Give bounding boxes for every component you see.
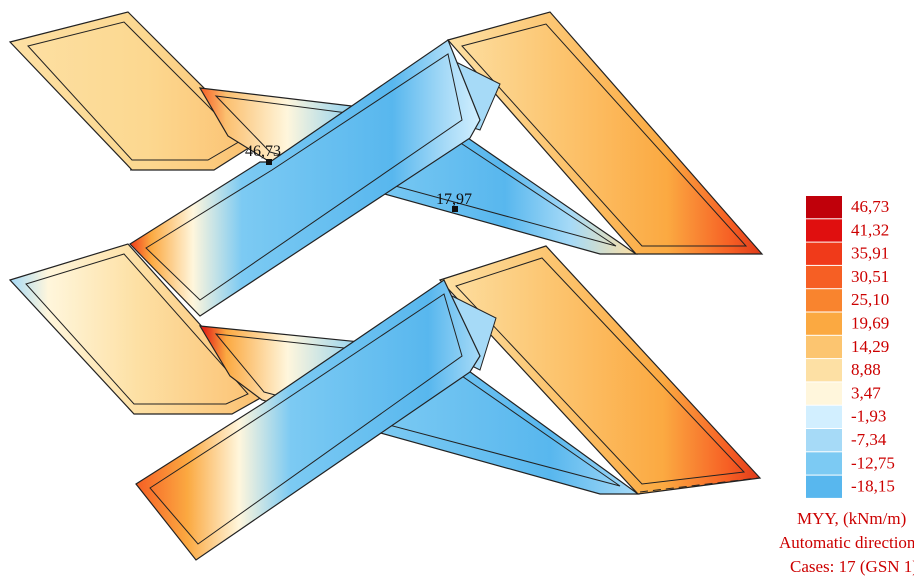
legend-swatch xyxy=(806,196,842,219)
slab-upper-left[interactable] xyxy=(8,11,259,171)
legend-swatch xyxy=(806,429,842,452)
legend-value-label: -12,75 xyxy=(851,453,895,472)
secondary-result-marker[interactable]: 17,97 xyxy=(436,191,472,212)
legend-value-label: 25,10 xyxy=(851,290,889,309)
max-point-dot xyxy=(266,159,272,165)
legend-value-label: 41,32 xyxy=(851,220,889,239)
max-result-marker[interactable]: 46,73 xyxy=(245,143,281,165)
legend-value-label: -18,15 xyxy=(851,477,895,496)
legend-swatch xyxy=(806,219,842,242)
legend-swatch xyxy=(806,265,842,289)
contour-legend: 46,73 41,32 35,91 30,51 25,10 19,69 14,29 8,88 3… xyxy=(779,196,914,576)
legend-swatch xyxy=(806,405,842,428)
legend-direction: Automatic direction xyxy=(779,533,914,552)
legend-swatch xyxy=(806,475,842,498)
legend-value-label: 30,51 xyxy=(851,267,889,286)
structure-model xyxy=(8,11,764,561)
flight-descending-upper[interactable] xyxy=(129,39,481,317)
max-result-label: 46,73 xyxy=(245,143,281,160)
legend-cases: Cases: 17 (GSN 1) xyxy=(790,557,914,576)
legend-swatches xyxy=(806,196,842,498)
slab-lower-left[interactable] xyxy=(8,243,265,415)
legend-value-label: 46,73 xyxy=(851,197,889,216)
legend-swatch xyxy=(806,382,842,405)
legend-swatch xyxy=(806,242,842,265)
legend-value-label: 8,88 xyxy=(851,360,881,379)
flight-descending-lower[interactable] xyxy=(135,279,481,561)
legend-value-label: 19,69 xyxy=(851,314,889,333)
legend-swatch xyxy=(806,359,842,382)
legend-value-label: 14,29 xyxy=(851,337,889,356)
legend-value-label: 35,91 xyxy=(851,244,889,263)
secondary-result-label: 17,97 xyxy=(436,191,472,208)
legend-swatch xyxy=(806,289,842,312)
legend-value-label: -1,93 xyxy=(851,407,886,426)
secondary-point-dot xyxy=(452,206,458,212)
legend-swatch xyxy=(806,335,842,359)
legend-swatch xyxy=(806,452,842,475)
legend-value-label: 3,47 xyxy=(851,383,881,402)
legend-swatch xyxy=(806,312,842,335)
legend-quantity: MYY, (kNm/m) xyxy=(797,509,906,528)
legend-value-labels: 46,73 41,32 35,91 30,51 25,10 19,69 14,29 8,88 3… xyxy=(851,197,895,496)
legend-value-label: -7,34 xyxy=(851,430,887,449)
